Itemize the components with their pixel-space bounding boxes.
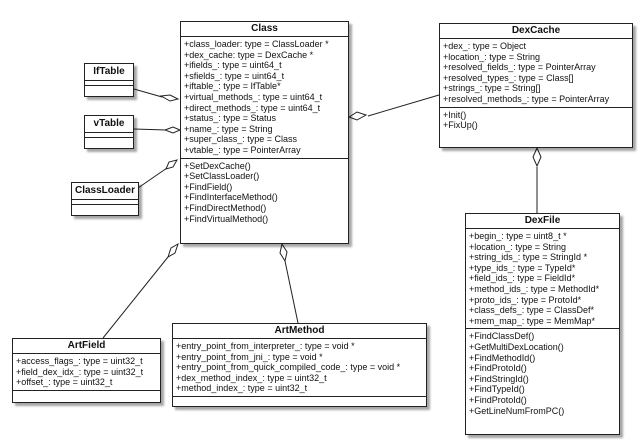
- dexfile-attribute: +field_ids_: type = FieldId*: [469, 273, 576, 284]
- dexcache-attributes: +dex_: type = Object +location_: type = …: [440, 39, 632, 107]
- iftable-title: IfTable: [85, 64, 133, 81]
- artfield-methods: [13, 389, 160, 395]
- dexfile-method: +GetLineNumFromPC(): [469, 405, 565, 416]
- artmethod-class-link: [284, 260, 299, 324]
- dexfile-attribute: +proto_ids_: type = ProtoId*: [469, 294, 582, 305]
- dexfile-attribute: +location_: type = String: [469, 241, 567, 252]
- dexfile-attribute: +method_ids_: type = MethodId*: [469, 283, 600, 294]
- dexfile-attribute: +begin_: type = uint8_t *: [469, 231, 567, 241]
- artmethod-aggregation-diamond: [279, 242, 288, 263]
- dexfile-method: +FindClassDef(): [469, 331, 535, 342]
- dexfile-attributes: +begin_: type = uint8_t * +location_: ty…: [466, 229, 619, 328]
- artmethod-attribute: +dex_method_index_: type = uint32_t: [176, 372, 327, 383]
- class-attribute: +iftable_: type = IfTable*: [184, 81, 281, 92]
- dexfile-method: +FindTypeId(): [469, 384, 525, 395]
- classloader-methods: [72, 204, 138, 209]
- classloader-aggregation-diamond: [165, 159, 179, 170]
- dexfile-method: +FindStringId(): [469, 373, 529, 384]
- class-attribute: +class_loader: type = ClassLoader *: [184, 39, 329, 49]
- classloader-class-link: [137, 167, 168, 189]
- artfield-attributes: +access_flags_: type = uint32_t +field_d…: [13, 354, 160, 390]
- classloader-title: ClassLoader: [72, 183, 138, 200]
- dexcache-attribute: +location_: type = String: [443, 51, 541, 62]
- dexfile-methods: +FindClassDef() +GetMultiDexLocation() +…: [466, 328, 619, 418]
- artfield-attribute: +field_dex_idx_: type = uint32_t: [16, 366, 144, 377]
- artfield-attribute: +offset_: type = uint32_t: [16, 377, 113, 388]
- dexfile-aggregation-diamond: [532, 146, 542, 168]
- class-method: +FindVirtualMethod(): [184, 213, 269, 224]
- artmethod-attributes: +entry_point_from_interpreter_: type = v…: [173, 339, 426, 396]
- dexfile-attribute: +type_ids_: type = TypeId*: [469, 262, 576, 273]
- class-attribute: +dex_cache: type = DexCache *: [184, 49, 314, 60]
- dexfile-attribute: +class_defs_: type = ClassDef*: [469, 305, 595, 316]
- class-attribute: +direct_methods_: type = uint64_t: [184, 102, 321, 113]
- dexcache-method: +Init(): [443, 109, 467, 120]
- dexcache-attribute: +strings_: type = String[]: [443, 83, 541, 94]
- iftable-aggregation-diamond: [159, 94, 180, 102]
- dexcache-method: +FixUp(): [443, 120, 478, 131]
- vtable-class-link: [133, 128, 167, 131]
- dexcache-class-link: [367, 94, 440, 117]
- dexcache-title: DexCache: [440, 24, 632, 39]
- class-attribute: +status_: type = Status: [184, 113, 277, 124]
- dexfile-attribute: +mem_map_: type = MemMap*: [469, 315, 596, 326]
- class-attribute: +virtual_methods_: type = uint64_t: [184, 91, 323, 102]
- class-method: +FindDirectMethod(): [184, 202, 267, 213]
- vtable-title: vTable: [85, 116, 133, 133]
- artmethod-attribute: +entry_point_from_jni_: type = void *: [176, 351, 323, 362]
- class-method: +FindInterfaceMethod(): [184, 192, 278, 203]
- iftable-class-link: [133, 88, 163, 98]
- artmethod-title: ArtMethod: [173, 324, 426, 339]
- dexcache-attribute: +resolved_types_: type = Class[]: [443, 72, 574, 83]
- iftable-box: IfTable: [84, 63, 134, 97]
- dexcache-attribute: +resolved_methods_: type = PointerArray: [443, 93, 610, 104]
- artfield-attribute: +access_flags_: type = uint32_t: [16, 356, 143, 366]
- vtable-aggregation-diamond: [163, 126, 182, 134]
- artmethod-methods: [173, 395, 426, 401]
- class-title: Class: [181, 22, 348, 37]
- dexcache-attribute: +resolved_fields_: type = PointerArray: [443, 62, 596, 73]
- artfield-aggregation-diamond: [167, 242, 179, 259]
- class-attribute: +super_class_: type = Class: [184, 134, 298, 145]
- dexfile-attribute: +string_ids_: type = StringId *: [469, 252, 588, 263]
- dexfile-method: +FindProtoId(): [469, 394, 527, 405]
- artmethod-box: ArtMethod +entry_point_from_interpreter_…: [172, 323, 427, 407]
- dexfile-box: DexFile +begin_: type = uint8_t * +locat…: [465, 213, 620, 435]
- class-attributes: +class_loader: type = ClassLoader * +dex…: [181, 37, 348, 158]
- class-attribute: +name_: type = String: [184, 123, 273, 134]
- dexcache-box: DexCache +dex_: type = Object +location_…: [439, 23, 633, 148]
- artmethod-attribute: +entry_point_from_quick_compiled_code_: …: [176, 362, 401, 373]
- artmethod-attribute: +entry_point_from_interpreter_: type = v…: [176, 341, 355, 351]
- class-box: Class +class_loader: type = ClassLoader …: [180, 21, 349, 244]
- iftable-methods: [85, 85, 133, 90]
- dexfile-method: +FindMethodId(): [469, 352, 536, 363]
- dexcache-methods: +Init() +FixUp(): [440, 106, 632, 133]
- class-method: +SetClassLoader(): [184, 171, 260, 182]
- class-method: +FindField(): [184, 181, 233, 192]
- class-attribute: +ifields_: type = uint64_t: [184, 60, 282, 71]
- artmethod-attribute: +method_index_: type = uint32_t: [176, 383, 308, 394]
- artfield-box: ArtField +access_flags_: type = uint32_t…: [12, 338, 161, 403]
- class-methods: +SetDexCache() +SetClassLoader() +FindFi…: [181, 157, 348, 227]
- dexcache-attribute: +dex_: type = Object: [443, 41, 527, 51]
- class-attribute: +sfields_: type = uint64_t: [184, 70, 285, 81]
- class-attribute: +vtable_: type = PointerArray: [184, 144, 301, 155]
- vtable-methods: [85, 137, 133, 142]
- dexfile-method: +FindProtoId(): [469, 363, 527, 374]
- classloader-box: ClassLoader: [71, 182, 139, 216]
- dexcache-aggregation-diamond: [347, 111, 368, 121]
- artfield-title: ArtField: [13, 339, 160, 354]
- dexfile-title: DexFile: [466, 214, 619, 229]
- vtable-box: vTable: [84, 115, 134, 149]
- class-method: +SetDexCache(): [184, 160, 251, 171]
- artfield-class-link: [102, 256, 169, 339]
- dexfile-method: +GetMultiDexLocation(): [469, 341, 564, 352]
